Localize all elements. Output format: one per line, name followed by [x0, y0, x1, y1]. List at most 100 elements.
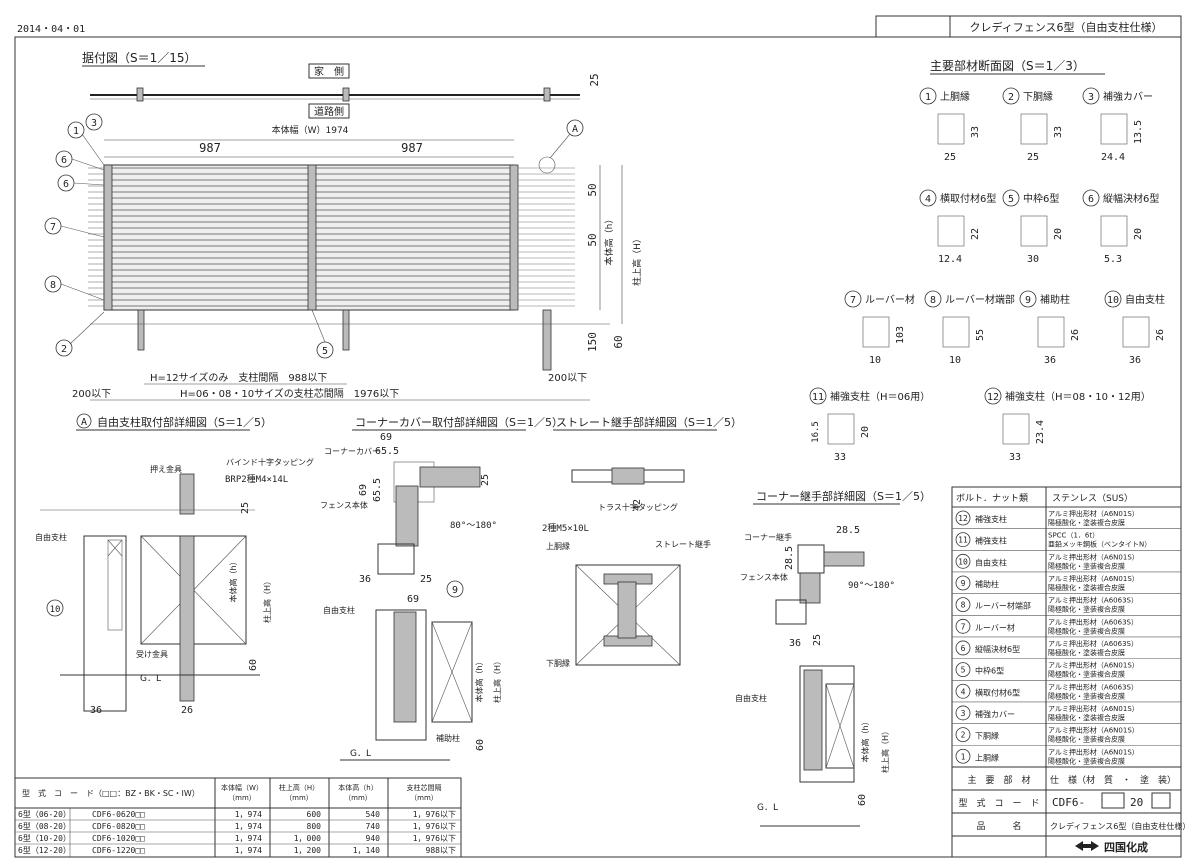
corner-cover-title: コーナーカバー取付部詳細図（S＝1／5）: [355, 415, 563, 429]
spec-label: 仕 様（材 質 ・ 塗 装）: [1050, 774, 1176, 786]
free-post-label-cj: 自由支柱: [735, 693, 767, 703]
section-shape-4: [937, 215, 965, 247]
spec-no-2: 2: [961, 731, 966, 740]
model-row-2-col-3: 1，000: [294, 834, 321, 843]
model-row-0-col-1: CDF6-0620□□: [92, 810, 145, 819]
product-value: クレディフェンス6型（自由支柱仕様）: [1050, 821, 1190, 831]
spec-name-9: 補助柱: [975, 579, 999, 589]
post-mid: [342, 309, 350, 351]
section-shape-9: [1037, 316, 1065, 348]
fence-body-label-cj: フェンス本体: [740, 572, 788, 582]
section-d1-11: 20: [860, 426, 871, 438]
callout-10-a: 10: [50, 605, 61, 615]
model-table: [14, 777, 462, 858]
dim-25-a: 25: [240, 502, 251, 514]
dim-36-cj: 36: [789, 638, 801, 649]
model-header-2: 本体高（h）（mm）: [338, 783, 377, 802]
detail-a-title: 自由支柱取付部詳細図（S＝1／5）: [97, 415, 272, 429]
callout-6: 6: [63, 179, 69, 190]
section-shape-2: [1020, 113, 1048, 145]
model-code-label: 型 式 コ ー ド: [958, 797, 1039, 809]
model-row-0-col-3: 600: [307, 810, 322, 819]
span-left-dim: 987: [199, 141, 221, 155]
dim-69-cc: 69: [407, 594, 419, 605]
dim-150: 150: [586, 332, 599, 352]
spec-no-10: 10: [958, 557, 968, 566]
body-height-a: 本体高（h）: [228, 557, 238, 602]
body-width-label: 本体幅（W）1974: [272, 124, 349, 136]
dim-285-side: 28.5: [784, 546, 795, 570]
section-name-7: ルーバー材: [865, 293, 915, 306]
section-d1-6: 20: [1133, 228, 1144, 240]
model-code-mid: 20: [1130, 796, 1143, 809]
sheet-border: [14, 36, 1182, 858]
section-no-12: 12: [987, 392, 999, 403]
section-d2-5: 30: [1027, 254, 1039, 265]
spec-no-7: 7: [961, 622, 966, 631]
callout-9-cc: 9: [452, 585, 458, 596]
section-d1-5: 20: [1053, 228, 1064, 240]
section-shape-10: [1122, 316, 1150, 348]
section-name-9: 補助柱: [1040, 293, 1070, 306]
section-no-8: 8: [930, 295, 936, 306]
section-name-6: 縦幅決材6型: [1103, 192, 1159, 205]
section-d2-12: 33: [1009, 452, 1021, 463]
dim-60-main: 60: [612, 335, 625, 348]
model-row-3-col-3: 1，200: [294, 846, 321, 855]
model-row-0-col-4: 540: [366, 810, 381, 819]
section-d2-6: 5.3: [1104, 254, 1122, 265]
section-d2-7: 10: [869, 355, 881, 366]
spec-material-7: アルミ押出形材（A6063S）: [1048, 617, 1138, 626]
model-row-1-col-4: 740: [366, 822, 381, 831]
truss-screw-spec: 2種M5×10L: [542, 523, 589, 534]
section-d1-8: 55: [975, 329, 986, 341]
callout-8: 8: [50, 280, 56, 291]
bind-screw-label: バインド十字タッピング: [226, 457, 314, 467]
spec-finish-6: 陽極酸化・塗装複合皮膜: [1048, 648, 1125, 657]
spec-name-8: ルーバー材端部: [975, 601, 1031, 611]
post-height-cc: 柱上高（H）: [492, 657, 502, 703]
spec-no-6: 6: [961, 644, 966, 653]
free-post-label-cc: 自由支柱: [323, 605, 355, 615]
model-header-0: 本体幅（W）（mm）: [221, 783, 263, 802]
corner-joint-label: コーナー継手: [744, 532, 792, 542]
model-row-3-col-4: 1，140: [353, 846, 380, 855]
detail-a-callout: A: [81, 417, 87, 428]
straight-joint-title: ストレート継手部詳細図（S＝1／5）: [556, 415, 742, 429]
spec-name-2: 下胴縁: [975, 731, 999, 741]
fence-body-label-cc: フェンス本体: [320, 500, 368, 510]
spec-finish-12: 陽極酸化・塗装複合皮膜: [1048, 518, 1125, 527]
spec-finish-9: 陽極酸化・塗装複合皮膜: [1048, 583, 1125, 592]
spec-finish-11: 亜鉛メッキ鋼板（ベンタイトN）: [1048, 540, 1151, 549]
bolt-value: ステンレス（SUS）: [1052, 493, 1133, 504]
section-d1-1: 33: [970, 126, 981, 138]
spec-no-3: 3: [961, 709, 966, 718]
section-shape-3: [1100, 113, 1128, 145]
spec-name-12: 補強支柱: [975, 514, 1007, 524]
straight-joint-drawing: [571, 467, 685, 666]
callout-4: 6: [61, 155, 67, 166]
model-row-0-col-0: 6型（06-20）: [18, 810, 71, 819]
post-height-a: 柱上高（H）: [262, 577, 272, 623]
model-row-2-col-0: 6型（10-20）: [18, 834, 71, 843]
dim-36-a: 36: [90, 705, 102, 716]
model-row-2-col-4: 940: [366, 834, 381, 843]
body-height-cc: 本体高（h）: [474, 657, 484, 702]
h12-spacing-note: H=12サイズのみ 支柱間隔 988以下: [150, 371, 327, 384]
callout-3: 3: [91, 118, 97, 129]
fence-louver-body: [88, 164, 575, 311]
section-no-5: 5: [1008, 194, 1014, 205]
spec-material-5: アルミ押出形材（A6N01S）: [1048, 661, 1139, 670]
model-row-2-col-2: 1，974: [235, 834, 262, 843]
dim-25-cc: 25: [480, 474, 491, 486]
model-row-3-col-2: 1，974: [235, 846, 262, 855]
dim-60-cc: 60: [475, 739, 486, 751]
section-shape-11: [827, 413, 855, 445]
callout-7: 7: [50, 222, 56, 233]
model-row-1-col-5: 1，976以下: [413, 822, 456, 831]
section-no-6: 6: [1088, 194, 1094, 205]
spec-no-4: 4: [961, 687, 966, 696]
spec-name-6: 縦幅決材6型: [975, 644, 1020, 654]
spec-name-4: 横取付材6型: [975, 687, 1020, 697]
receiver-label: 受け金具: [136, 649, 168, 659]
